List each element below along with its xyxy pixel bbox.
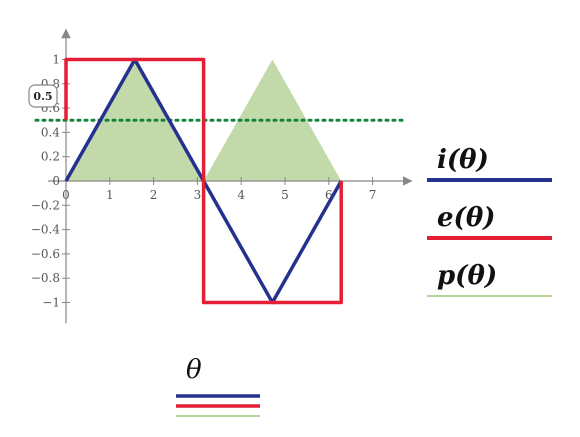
x-tick-label: 1 xyxy=(106,188,114,202)
y-tick-label: −0.2 xyxy=(31,198,60,212)
series-area-p xyxy=(66,59,342,181)
legend-label: p(θ) xyxy=(437,261,497,291)
legend-label: e(θ) xyxy=(437,203,496,233)
x-tick-label: 0 xyxy=(62,188,70,202)
y-tick-label: −0.6 xyxy=(31,247,60,261)
y-tick-label: 1 xyxy=(52,53,60,67)
y-tick-label: 0.2 xyxy=(41,150,60,164)
x-axis-title: θ xyxy=(186,355,202,385)
y-tick-label: −1 xyxy=(42,296,60,310)
series-line-e xyxy=(64,57,343,305)
x-tick-label: 7 xyxy=(369,188,377,202)
y-tick-label: 0.4 xyxy=(41,125,60,139)
x-tick-label: 2 xyxy=(150,188,158,202)
x-tick-label: 4 xyxy=(237,188,245,202)
y-tick-label: 0 xyxy=(52,174,60,188)
x-tick-label: 5 xyxy=(281,188,289,202)
marker-label: 0.5 xyxy=(33,90,52,103)
y-tick-label: −0.4 xyxy=(31,223,61,237)
legend: i(θ) e(θ) p(θ) xyxy=(427,145,552,297)
marker-label-box[interactable] xyxy=(28,84,58,108)
x-tick-label: 3 xyxy=(194,188,202,202)
x-tick-label: 6 xyxy=(325,188,333,202)
y-tick-label: −0.8 xyxy=(31,271,60,285)
x-axis-title-group: θ xyxy=(176,355,260,417)
legend-label: i(θ) xyxy=(437,145,489,175)
